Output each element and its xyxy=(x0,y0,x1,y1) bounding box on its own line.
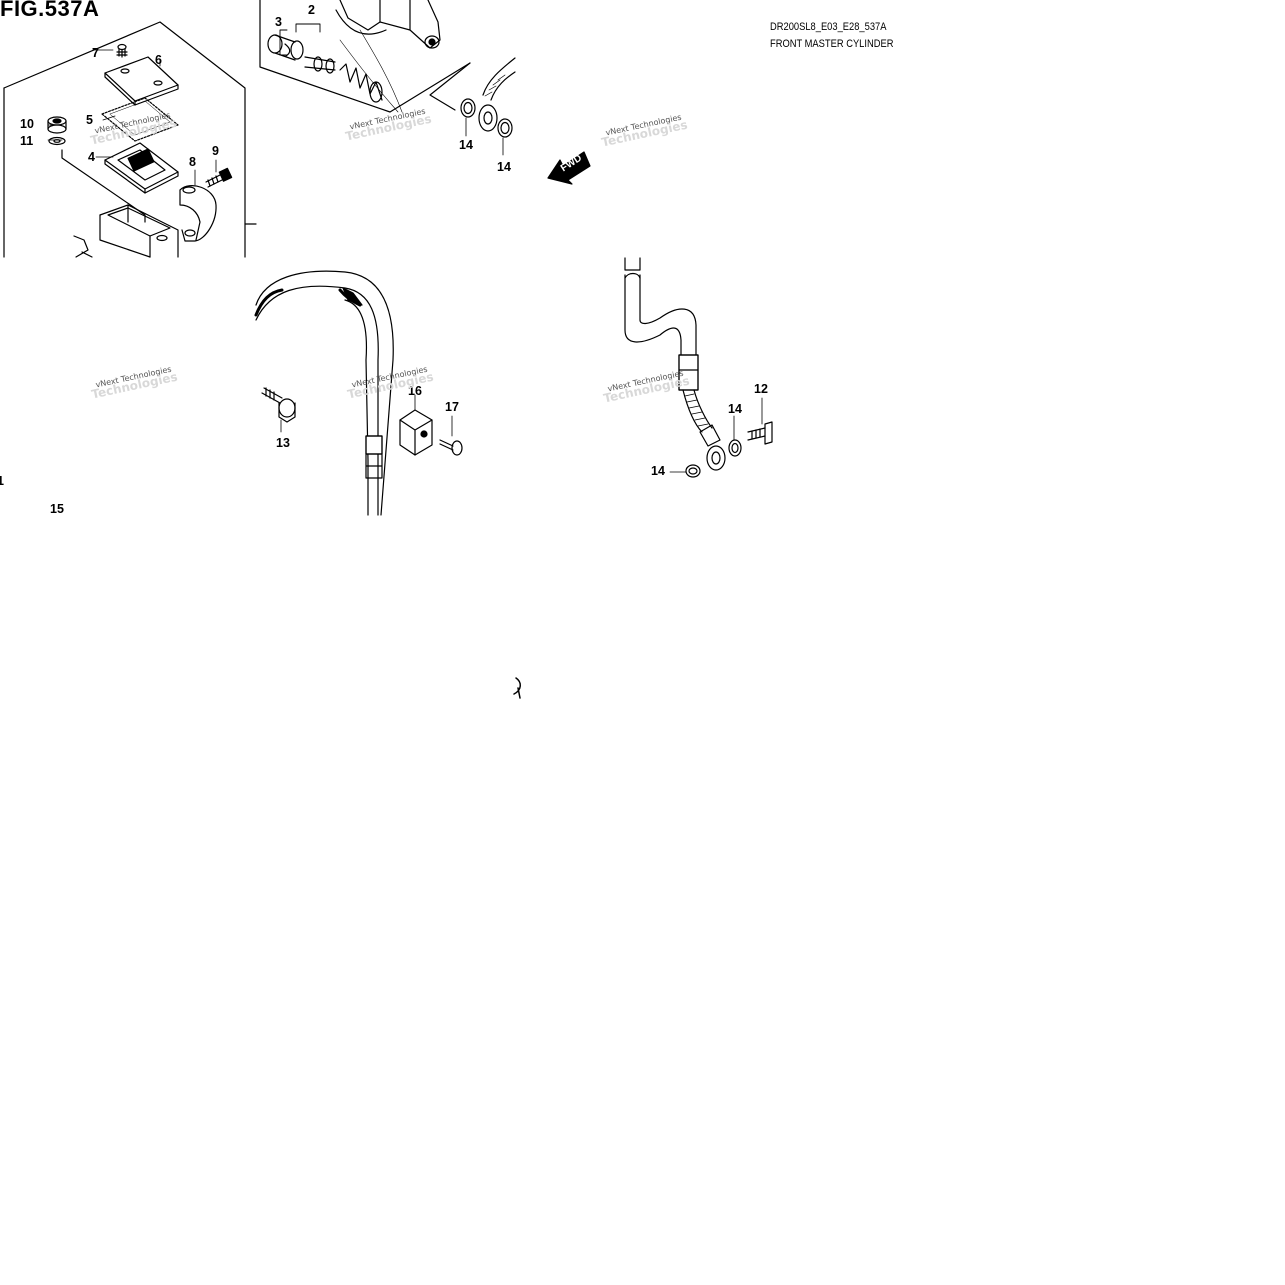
callout-14-a: 14 xyxy=(459,138,473,152)
stray-mark xyxy=(513,677,521,699)
callout-3: 3 xyxy=(275,15,282,29)
model-code: DR200SL8_E03_E28_537A xyxy=(770,21,887,33)
figure-subtitle: FRONT MASTER CYLINDER xyxy=(770,38,894,50)
callout-4: 4 xyxy=(88,150,95,164)
washer-14-a xyxy=(460,98,476,118)
callout-2: 2 xyxy=(308,3,315,17)
washer-14-b xyxy=(497,118,513,138)
washer-14-d xyxy=(685,464,701,478)
plate-5 xyxy=(101,97,179,142)
callout-13: 13 xyxy=(276,436,290,450)
callout-1: 1 xyxy=(0,474,4,488)
screw-7 xyxy=(116,43,128,58)
screw-17 xyxy=(439,415,463,456)
panel-reservoir xyxy=(3,21,257,258)
callout-16: 16 xyxy=(408,384,422,398)
panel-hose xyxy=(254,270,463,516)
reservoir-cap-6 xyxy=(104,56,179,106)
callout-15: 15 xyxy=(50,502,64,516)
callout-9: 9 xyxy=(212,144,219,158)
bolt-9 xyxy=(205,167,233,188)
master-cylinder-body xyxy=(61,149,179,258)
callout-11: 11 xyxy=(20,134,34,148)
clamp-16 xyxy=(399,394,433,456)
washer-11 xyxy=(48,136,66,146)
clamp-8 xyxy=(179,185,217,242)
diaphragm-4 xyxy=(104,142,179,194)
callout-10: 10 xyxy=(20,117,34,131)
fwd-arrow-icon xyxy=(547,151,591,185)
callout-7: 7 xyxy=(92,46,99,60)
panel-piston xyxy=(259,0,471,113)
washer-14-c xyxy=(728,439,742,457)
bolt-13 xyxy=(261,387,296,433)
callout-12: 12 xyxy=(754,382,768,396)
callout-17: 17 xyxy=(445,400,459,414)
callout-14-c: 14 xyxy=(728,402,742,416)
callout-14-d: 14 xyxy=(651,464,665,478)
figure-title: FIG.537A xyxy=(0,0,100,21)
callout-14-b: 14 xyxy=(497,160,511,174)
panel-banjo-top xyxy=(460,57,516,156)
panel-lower-hose xyxy=(624,257,773,478)
callout-8: 8 xyxy=(189,155,196,169)
callout-5: 5 xyxy=(86,113,93,127)
piston-boot xyxy=(267,34,304,61)
piston-spring xyxy=(304,56,383,103)
bolt-12 xyxy=(747,397,773,445)
callout-6: 6 xyxy=(155,53,162,67)
lever-pivot xyxy=(335,0,441,49)
